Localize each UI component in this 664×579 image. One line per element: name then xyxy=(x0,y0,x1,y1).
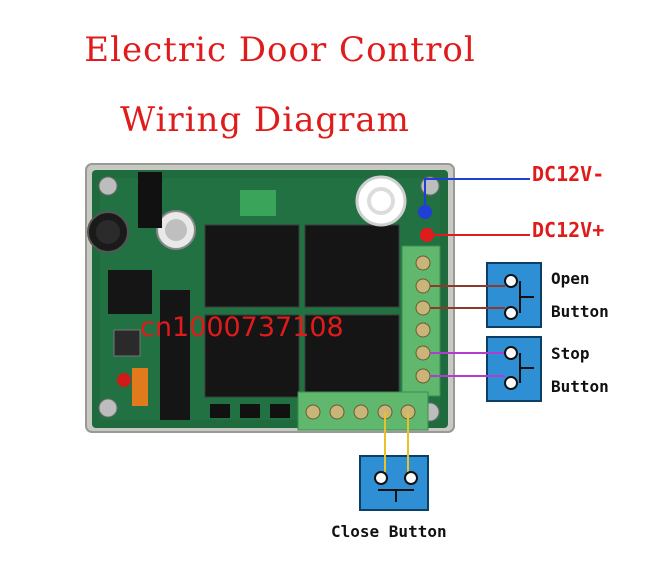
ic-chip xyxy=(160,290,190,420)
stop-button-label-2: Button xyxy=(551,377,609,396)
stop-button-label-1: Stop xyxy=(551,344,590,363)
stop-button-contact-a xyxy=(504,346,518,360)
stop-button-contact-b xyxy=(504,376,518,390)
close-button-contact-b xyxy=(404,471,418,485)
dot-dc12v-minus xyxy=(418,205,432,219)
diagram-subtitle: Wiring Diagram xyxy=(120,100,410,140)
dc12v-minus-label: DC12V- xyxy=(532,162,605,186)
open-button-label-2: Button xyxy=(551,302,609,321)
diagram-title: Electric Door Control xyxy=(84,30,476,70)
learn-switch xyxy=(113,329,141,357)
open-button-contact-b xyxy=(504,306,518,320)
dot-dc12v-plus xyxy=(420,228,434,242)
jumper-header xyxy=(138,172,162,228)
dc12v-plus-label: DC12V+ xyxy=(532,218,605,242)
open-button-contact-a xyxy=(504,274,518,288)
watermark-text: cn1000737108 xyxy=(140,312,344,343)
terminal-screws-bottom xyxy=(305,404,416,420)
open-button-label-1: Open xyxy=(551,269,590,288)
close-button-contact-a xyxy=(374,471,388,485)
relays xyxy=(204,224,400,398)
close-button-box xyxy=(359,455,429,511)
wire-dc12v-minus xyxy=(424,178,530,208)
close-button-label: Close Button xyxy=(331,522,447,541)
terminal-screws-right xyxy=(415,255,431,384)
status-led xyxy=(117,373,131,387)
